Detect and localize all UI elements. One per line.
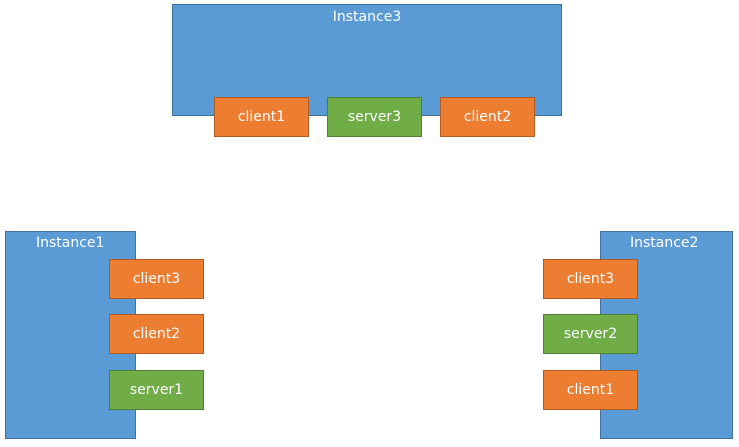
- instance3-client2-box: client2: [440, 97, 535, 137]
- instance1-server1-box: server1: [109, 370, 204, 410]
- instance2-client3-box: client3: [543, 259, 638, 299]
- instance2-client1-box: client1: [543, 370, 638, 410]
- instance1-client3-box: client3: [109, 259, 204, 299]
- instance2-title: Instance2: [630, 235, 699, 251]
- instance3-server3-box: server3: [327, 97, 422, 137]
- instance3-title: Instance3: [332, 9, 402, 25]
- instance3-client1-box: client1: [214, 97, 309, 137]
- instance2-server2-box: server2: [543, 314, 638, 354]
- instance1-title: Instance1: [36, 235, 105, 251]
- instance1-client2-box: client2: [109, 314, 204, 354]
